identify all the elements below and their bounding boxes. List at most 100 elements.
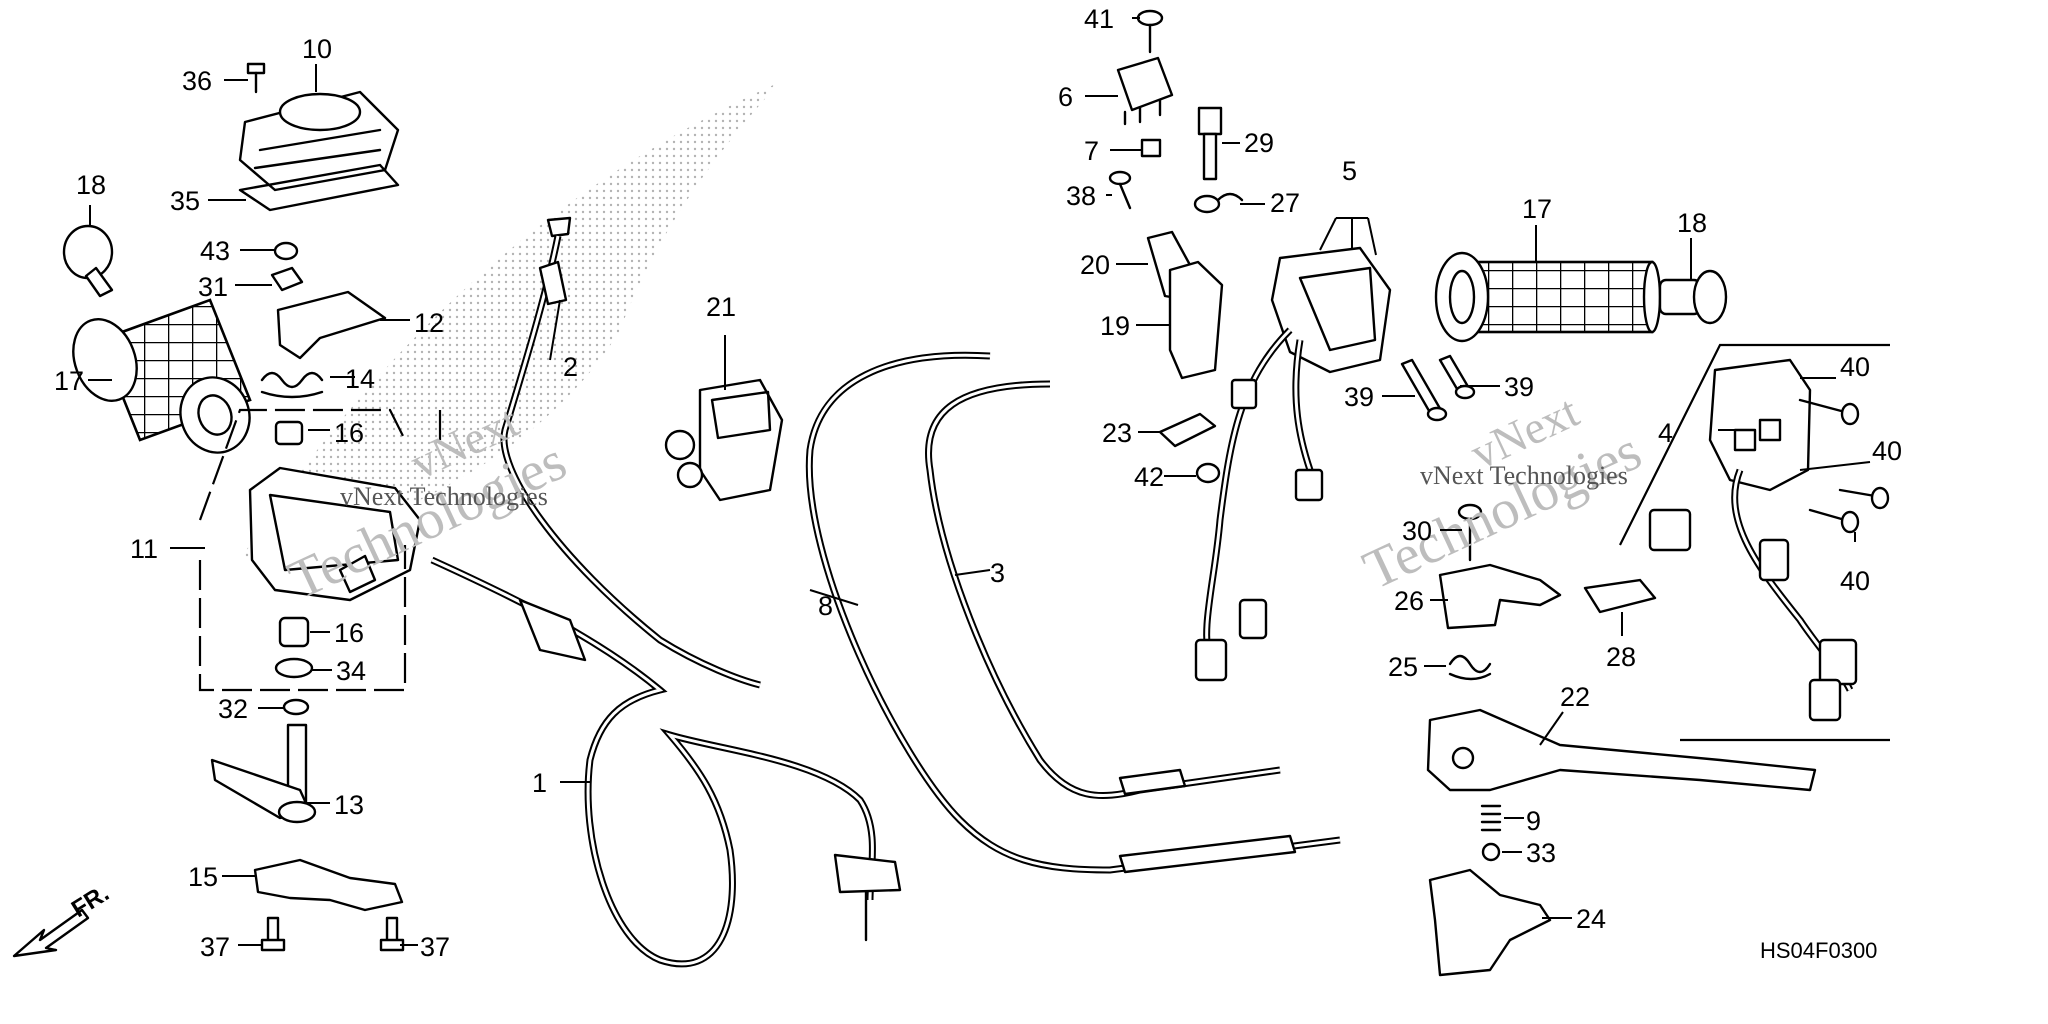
callout-32: 32 [218,694,248,724]
callout-14: 14 [345,364,375,394]
callout-12: 12 [414,308,444,338]
part-35-gasket [238,163,400,212]
svg-text:vNext Technologies: vNext Technologies [340,482,548,511]
part-5-left-switch-assembly [1194,246,1392,682]
callout-labels: 1 2 3 4 5 6 7 8 9 10 11 12 13 14 15 16 1… [54,4,1902,962]
part-31-clip [270,266,304,292]
part-22-brake-lever [1426,708,1817,792]
part-23-bracket [1158,412,1217,448]
part-40-screw-a [1798,398,1860,426]
part-36-screw [246,62,266,94]
part-3-rear-brake-cable [925,380,1281,800]
callout-15: 15 [188,862,218,892]
part-39-screw-right [1438,354,1476,400]
part-7-fuse [1140,138,1162,158]
callout-2: 2 [563,352,578,382]
callout-42: 42 [1134,462,1164,492]
callout-39-left: 39 [1344,382,1374,412]
part-42-nut [1195,462,1221,484]
part-40-screw-c [1808,508,1860,534]
callout-31: 31 [198,272,228,302]
callout-10: 10 [302,34,332,64]
part-18-end-cap-right [1658,269,1728,325]
part-10-cover [238,90,400,192]
part-11-throttle-housing [248,466,422,602]
callout-8: 8 [818,591,833,621]
callout-33: 33 [1526,838,1556,868]
part-30-screw [1457,503,1483,562]
part-4-right-switch-assembly [1648,358,1858,722]
callout-28: 28 [1606,642,1636,672]
callout-21: 21 [706,292,736,322]
wing-logo-watermark [240,82,780,560]
callout-38: 38 [1066,181,1096,211]
callout-1: 1 [532,768,547,798]
part-16-bushing-lower [278,616,310,648]
callout-40-b: 40 [1872,436,1902,466]
part-2-choke-cable [500,216,761,689]
callout-4: 4 [1658,418,1673,448]
part-6-relay [1116,56,1174,126]
callout-36: 36 [182,66,212,96]
callout-20: 20 [1080,250,1110,280]
part-8-front-brake-cable [805,351,1341,874]
callout-19: 19 [1100,311,1130,341]
callout-35: 35 [170,186,200,216]
callout-40-c: 40 [1840,566,1870,596]
callout-6: 6 [1058,82,1073,112]
callout-30: 30 [1402,516,1432,546]
callout-29: 29 [1244,128,1274,158]
callout-25: 25 [1388,652,1418,682]
part-29-bolt [1197,106,1223,181]
callout-16-upper: 16 [334,418,364,448]
part-1-throttle-cable [430,556,902,968]
callout-5: 5 [1342,156,1357,186]
callout-3: 3 [990,558,1005,588]
callout-37-right: 37 [420,932,450,962]
part-37-screw-left [260,916,286,952]
part-38-screw [1108,170,1132,210]
svg-text:vNext Technologies: vNext Technologies [1420,461,1628,490]
callout-17-left: 17 [54,366,84,396]
callout-26: 26 [1394,586,1424,616]
part-16-bushing-upper [274,420,304,446]
callout-22: 22 [1560,682,1590,712]
part-26-brake-switch [1438,563,1562,630]
part-37-screw-right [379,916,405,952]
callout-27: 27 [1270,188,1300,218]
part-14-spring [260,371,324,399]
part-25-spring [1448,654,1492,681]
part-12-plate [276,290,387,360]
callout-7: 7 [1084,136,1099,166]
callout-39-right: 39 [1504,372,1534,402]
callout-41: 41 [1084,4,1114,34]
part-41-screw [1136,9,1164,54]
callout-16-lower: 16 [334,618,364,648]
callout-11: 11 [130,534,158,564]
part-19-holder [1168,260,1224,380]
part-17-grip-right [1434,251,1662,343]
callout-40-a: 40 [1840,352,1870,382]
part-24-lever-holder [1428,868,1552,977]
part-27-screw [1193,192,1244,214]
callout-43: 43 [200,236,230,266]
part-33-ball [1481,842,1501,862]
part-13-throttle-lever [210,723,317,824]
callout-18-right: 18 [1677,208,1707,238]
part-21-choke-assembly [664,378,784,502]
callout-37-left: 37 [200,932,230,962]
part-32-washer [282,698,310,716]
callout-34: 34 [336,656,366,686]
diagram-code: HS04F0300 [1760,938,1877,963]
part-34-seal [274,657,314,679]
callout-17-right: 17 [1522,194,1552,224]
callout-18-left: 18 [76,170,106,200]
part-28-cover [1583,578,1657,614]
part-9-spring [1480,804,1502,832]
callout-13: 13 [334,790,364,820]
callout-24: 24 [1576,904,1606,934]
front-direction-arrow: FR. [12,880,114,958]
part-40-screw-b [1838,486,1890,510]
part-15-lower-plate [253,858,404,912]
